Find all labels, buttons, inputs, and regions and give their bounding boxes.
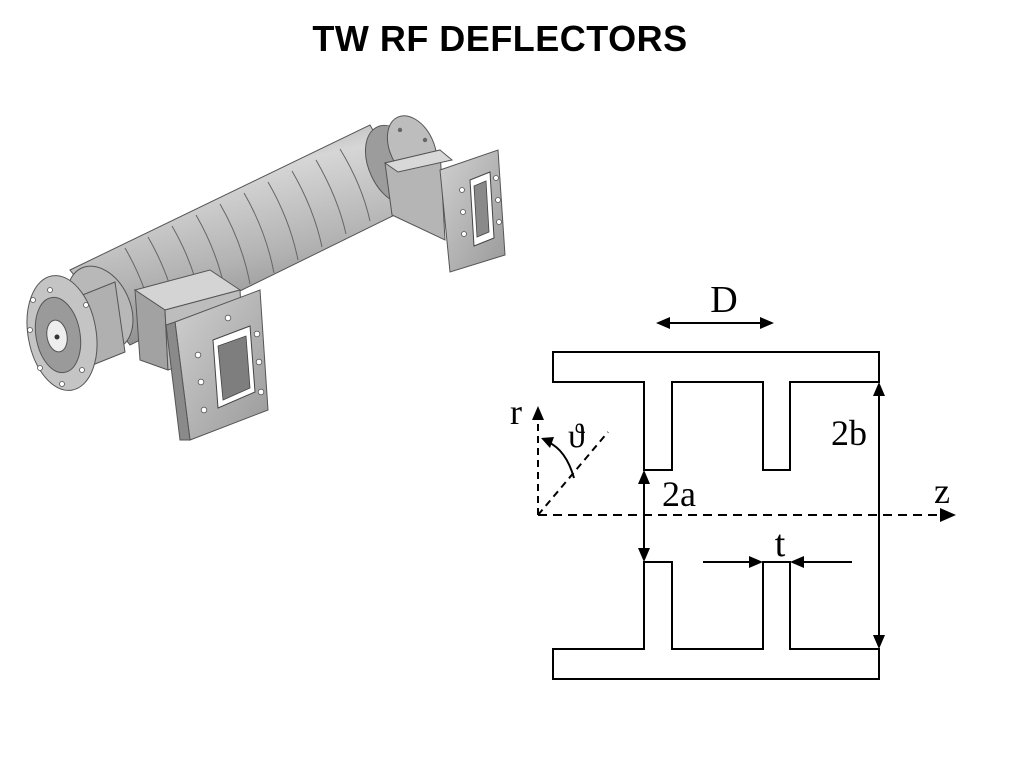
r-axis-arrowhead [532, 406, 544, 420]
longitudinal-axis-label: z [934, 471, 950, 511]
iris-aperture-arrow-bottom [638, 548, 650, 562]
deflector-3d-illustration [26, 115, 506, 441]
diagram-labels: D 2b 2a t r z ϑ [510, 279, 950, 565]
z-axis-arrowhead [940, 508, 956, 522]
outer-diameter-arrow-top [873, 382, 885, 396]
period-arrow-left [656, 317, 670, 329]
iris-aperture-label: 2a [662, 474, 696, 514]
iris-aperture-arrow-top [638, 470, 650, 484]
page-title: TW RF DEFLECTORS [312, 18, 688, 59]
iris-thickness-arrow-left [749, 556, 763, 568]
outer-diameter-arrow-bottom [873, 635, 885, 649]
beam-pipe-left [26, 275, 126, 391]
period-label: D [710, 279, 737, 321]
output-waveguide-coupler [383, 149, 506, 273]
radial-axis-label: r [510, 392, 522, 432]
azimuth-label: ϑ [568, 418, 585, 455]
lower-wall-outline [552, 561, 880, 680]
coordinate-axes [532, 406, 956, 522]
iris-thickness-arrow-right [790, 556, 804, 568]
azimuth-arc-arrowhead [541, 437, 554, 448]
input-waveguide-flange [165, 289, 269, 441]
outer-diameter-label: 2b [831, 413, 867, 453]
iris-thickness-label: t [775, 523, 786, 565]
period-arrow-right [760, 317, 774, 329]
dimension-annotations [638, 317, 885, 649]
